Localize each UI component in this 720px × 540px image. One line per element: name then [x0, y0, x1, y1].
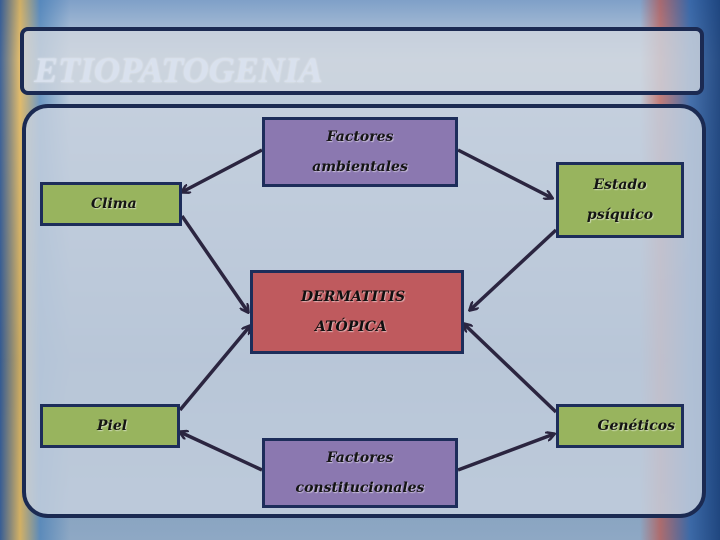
arrow-geneticos-to-dermatitis — [464, 324, 558, 414]
page-title: ETIOPATOGENIA — [34, 50, 323, 90]
arrow-ambientales-to-estado — [457, 148, 552, 198]
node-label: ambientales — [312, 159, 408, 175]
node-label: constitucionales — [295, 480, 425, 496]
node-estado-psiquico: Estado psíquico — [556, 162, 684, 238]
node-label: DERMATITIS — [301, 289, 406, 305]
node-label: Clima — [91, 196, 137, 212]
node-geneticos: Genéticos — [556, 404, 684, 448]
node-label: Piel — [97, 418, 128, 434]
node-clima: Clima — [40, 182, 182, 226]
node-dermatitis-atopica: DERMATITIS ATÓPICA — [250, 270, 464, 354]
node-label: Factores — [326, 450, 394, 466]
node-factores-ambientales: Factores ambientales — [262, 117, 458, 187]
node-label: Factores — [326, 129, 394, 145]
arrow-ambientales-to-clima — [182, 148, 263, 192]
title-bar: ETIOPATOGENIA — [20, 27, 704, 95]
node-factores-constitucionales: Factores constitucionales — [262, 438, 458, 508]
arrow-clima-to-dermatitis — [180, 215, 248, 312]
node-label: psíquico — [586, 207, 654, 223]
node-label: Genéticos — [597, 418, 675, 434]
arrow-constitucionales-to-piel — [180, 432, 263, 472]
node-label: ATÓPICA — [315, 319, 387, 335]
arrow-estado-to-dermatitis — [470, 228, 558, 310]
node-label: Estado — [593, 177, 647, 193]
arrow-constitucionales-to-geneticos — [457, 434, 554, 472]
arrow-piel-to-dermatitis — [178, 326, 250, 412]
node-piel: Piel — [40, 404, 180, 448]
